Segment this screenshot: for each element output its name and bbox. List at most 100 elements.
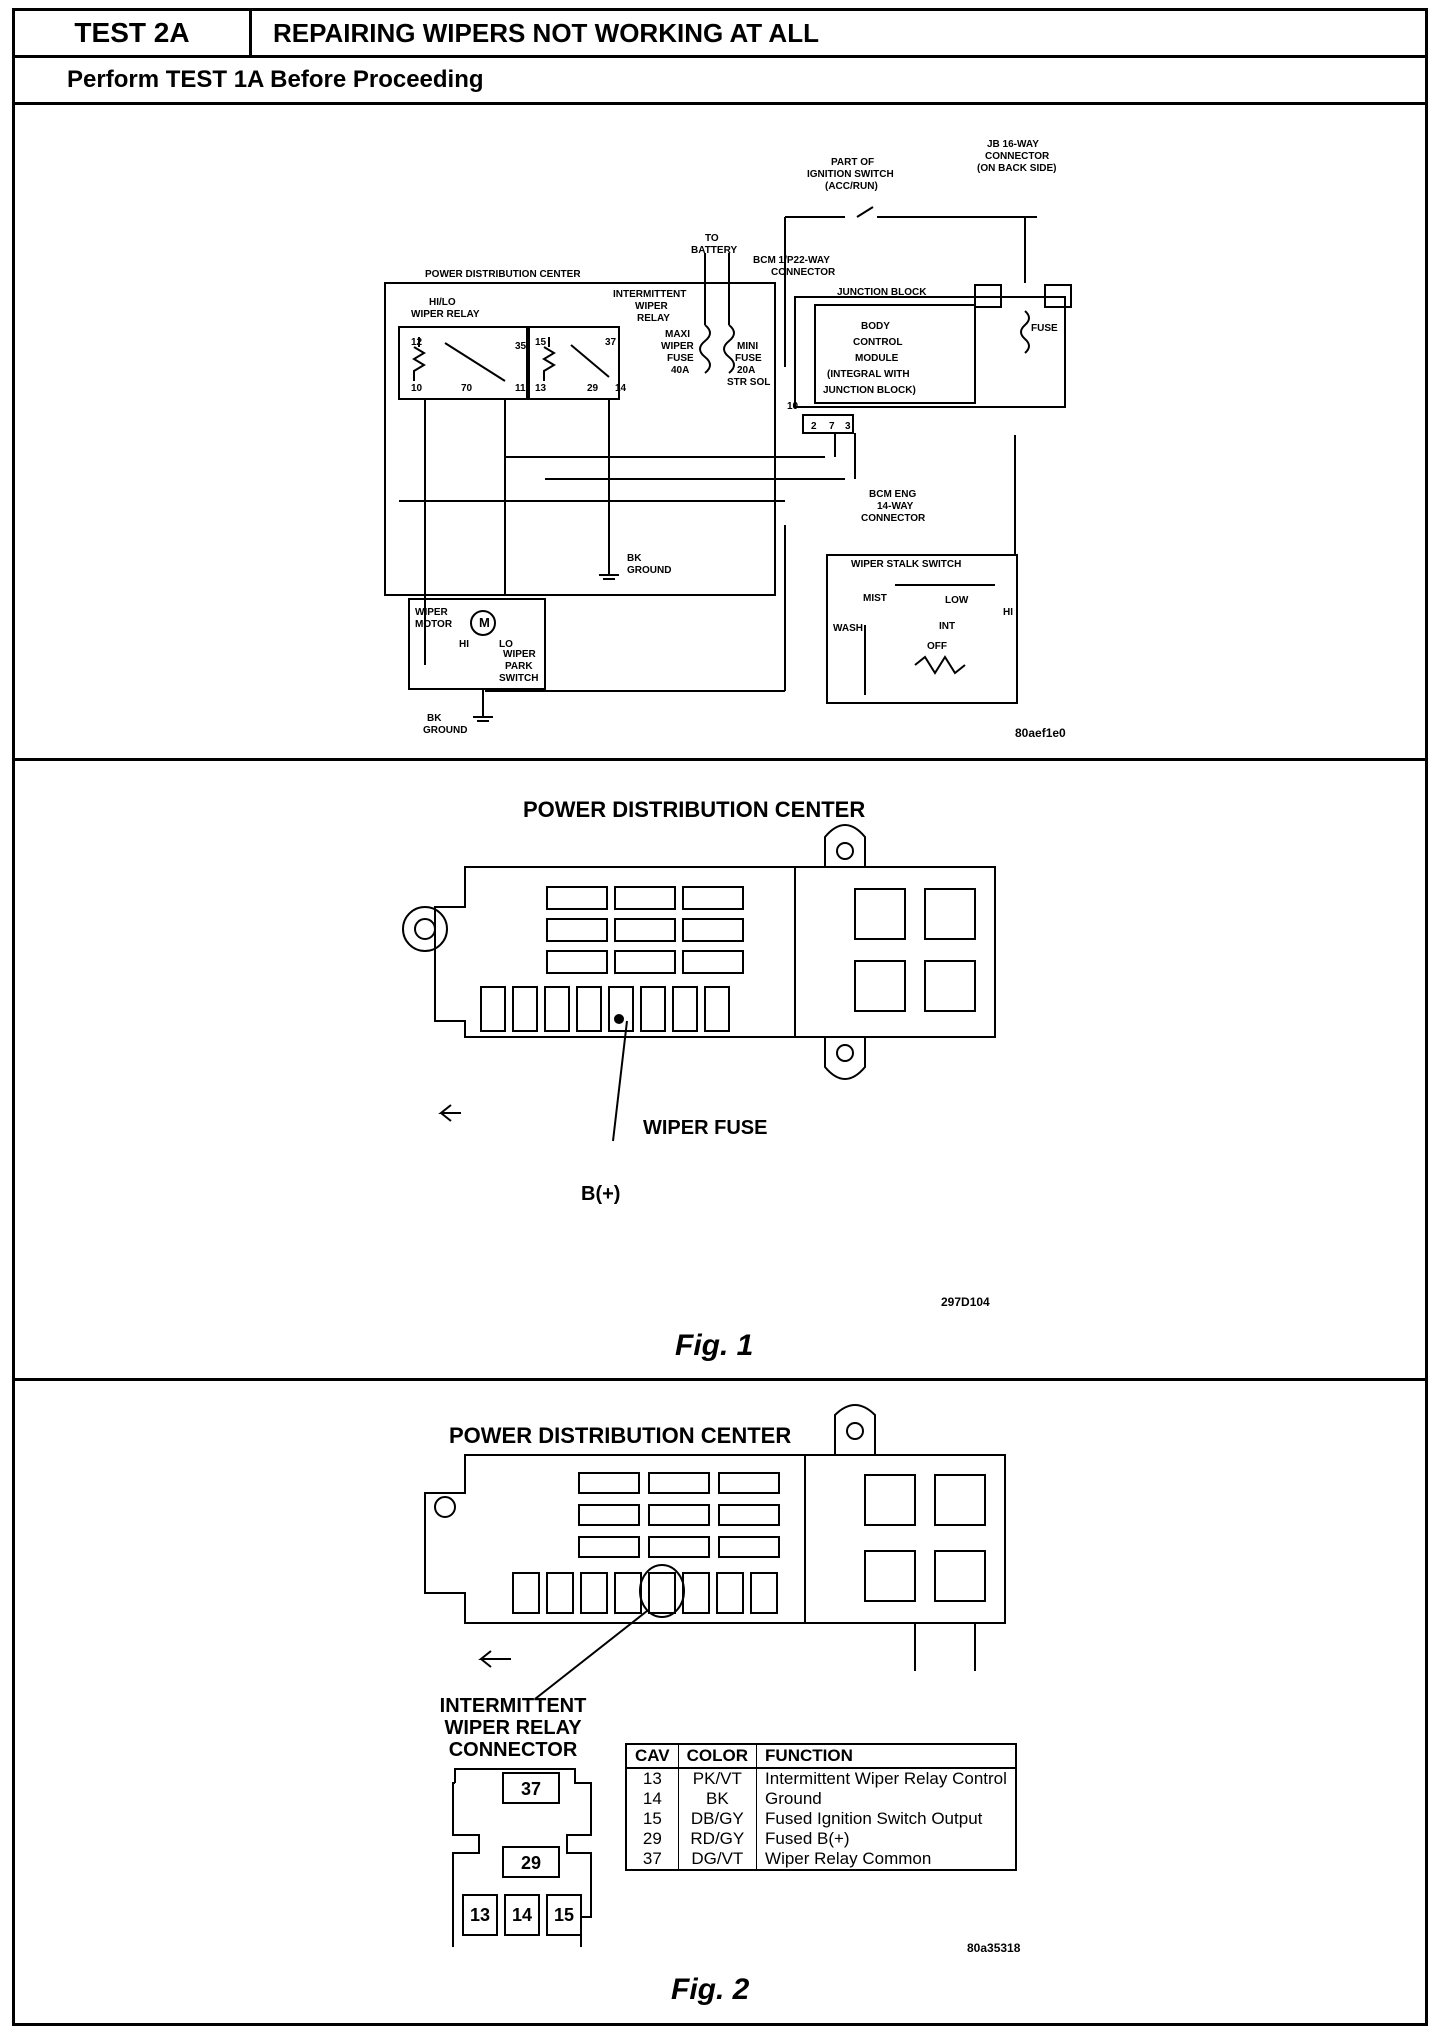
label-bcm-4: (INTEGRAL WITH	[827, 369, 910, 380]
fig1-fuse-grid	[546, 886, 744, 974]
pin-12: 12	[411, 337, 423, 348]
fig1-pdc-drawing	[402, 824, 996, 1142]
label-bcm-1: BODY	[861, 321, 890, 332]
label-int: INT	[939, 621, 955, 632]
label-maxi-fuse-2: WIPER	[661, 341, 695, 352]
fig2-connector-label: INTERMITTENT WIPER RELAY CONNECTOR	[423, 1695, 603, 1761]
header: TEST 2A REPAIRING WIPERS NOT WORKING AT …	[15, 11, 1425, 58]
connector-label-line-3: CONNECTOR	[448, 1739, 578, 1761]
label-bk: BK	[627, 553, 642, 564]
label-junction-block: JUNCTION BLOCK	[837, 287, 927, 298]
fig2-code: 80a35318	[967, 1941, 1021, 1955]
label-ign-switch-3: (ACC/RUN)	[825, 181, 878, 192]
fig1-bplus-label: B(+)	[581, 1183, 621, 1205]
subtitle: Perform TEST 1A Before Proceeding	[15, 55, 1425, 105]
label-ign-switch-1: PART OF	[831, 157, 874, 168]
label-bk-2: BK	[427, 713, 442, 724]
fig1-relay-block	[854, 888, 976, 1012]
function-cell: Wiper Relay Common	[756, 1849, 1017, 1870]
function-cell: Fused B(+)	[756, 1829, 1017, 1849]
cav-cell: 29	[626, 1829, 679, 1849]
label-hi-switch: HI	[1003, 607, 1013, 618]
label-park-1: WIPER	[503, 649, 537, 660]
fig2-section: POWER DISTRIBUTION CENTER	[15, 1381, 1425, 2023]
color-cell: DB/GY	[678, 1809, 758, 1829]
pin-3: 3	[845, 421, 851, 432]
pin-7: 7	[829, 421, 835, 432]
label-to-battery-2: BATTERY	[691, 245, 737, 256]
fig2-fuse-grid	[578, 1472, 780, 1558]
label-mini-fuse-1: MINI	[737, 341, 758, 352]
cavity-13: 13	[470, 1905, 490, 1925]
page-frame: TEST 2A REPAIRING WIPERS NOT WORKING AT …	[12, 8, 1428, 2026]
label-hilo-relay-2: WIPER RELAY	[411, 309, 480, 320]
label-to-battery-1: TO	[705, 233, 719, 244]
fig1-code: 297D104	[941, 1295, 990, 1309]
page-title: REPAIRING WIPERS NOT WORKING AT ALL	[273, 18, 819, 48]
label-bcm-eng-3: CONNECTOR	[861, 513, 926, 524]
label-bcm-eng-2: 14-WAY	[877, 501, 914, 512]
label-bcm-2: CONTROL	[853, 337, 902, 348]
schematic-code: 80aef1e0	[1015, 726, 1066, 740]
label-maxi-fuse-4: 40A	[671, 365, 689, 376]
fig2-highlight-ring	[639, 1564, 685, 1618]
label-wiper-motor-2: MOTOR	[415, 619, 453, 630]
pin-13: 13	[535, 383, 547, 394]
label-hi: HI	[459, 639, 469, 650]
pdc-outline	[384, 282, 776, 596]
color-cell: BK	[678, 1789, 758, 1809]
label-maxi-fuse-3: FUSE	[667, 353, 694, 364]
connector-label-line-1: INTERMITTENT	[439, 1695, 587, 1717]
label-bcm-3: MODULE	[855, 353, 899, 364]
junction-block-outline	[794, 296, 1066, 408]
wiring-schematic: JB 16-WAY CONNECTOR (ON BACK SIDE) PART …	[384, 139, 1072, 740]
color-cell: PK/VT	[678, 1768, 758, 1789]
function-cell: Intermittent Wiper Relay Control	[756, 1768, 1017, 1789]
table-row: 15 DB/GY Fused Ignition Switch Output	[626, 1809, 1017, 1829]
color-cell: RD/GY	[678, 1829, 758, 1849]
label-bcm-5: JUNCTION BLOCK)	[823, 385, 916, 396]
fig1-caption: Fig. 1	[675, 1329, 754, 1362]
function-cell: Ground	[756, 1789, 1017, 1809]
label-bcm-connector-2: CONNECTOR	[771, 267, 836, 278]
fig1-title: POWER DISTRIBUTION CENTER	[523, 797, 866, 822]
pin-b10: 10	[787, 401, 799, 412]
function-header: FUNCTION	[756, 1744, 1017, 1769]
label-fuse: FUSE	[1031, 323, 1058, 334]
pin-2: 2	[811, 421, 817, 432]
label-wiper-motor-1: WIPER	[415, 607, 449, 618]
test-id: TEST 2A	[15, 11, 252, 55]
connector-label-line-2: WIPER RELAY	[444, 1717, 582, 1739]
label-jb-connector: JB 16-WAY	[987, 139, 1039, 150]
fig2-relay-block	[864, 1474, 986, 1602]
label-park-2: PARK	[505, 661, 533, 672]
fig1-wiper-fuse-label: WIPER FUSE	[643, 1117, 768, 1139]
pin-14: 14	[615, 383, 627, 394]
label-ground-2: GROUND	[423, 725, 467, 736]
wiring-schematic-section: JB 16-WAY CONNECTOR (ON BACK SIDE) PART …	[15, 105, 1425, 761]
pin-37: 37	[605, 337, 617, 348]
label-off: OFF	[927, 641, 947, 652]
label-mini-fuse-4: STR SOL	[727, 377, 770, 388]
table-row: 37 DG/VT Wiper Relay Common	[626, 1849, 1017, 1870]
fig2-connector-outline	[454, 1768, 592, 1947]
color-header: COLOR	[678, 1744, 758, 1769]
cav-cell: 13	[626, 1768, 679, 1789]
pin-70: 70	[461, 383, 473, 394]
label-mini-fuse-3: 20A	[737, 365, 755, 376]
cavity-14: 14	[512, 1905, 532, 1925]
label-int-relay-2: WIPER	[635, 301, 669, 312]
color-cell: DG/VT	[678, 1849, 758, 1870]
cavity-37: 37	[521, 1779, 541, 1799]
cavity-15: 15	[554, 1905, 574, 1925]
fig1-section: POWER DISTRIBUTION CENTER	[15, 761, 1425, 1381]
pin-11: 11	[515, 383, 526, 394]
label-jb-connector-2: CONNECTOR	[985, 151, 1050, 162]
label-park-3: SWITCH	[499, 673, 538, 684]
label-wash: WASH	[833, 623, 863, 634]
table-row: 13 PK/VT Intermittent Wiper Relay Contro…	[626, 1768, 1017, 1789]
label-ground: GROUND	[627, 565, 671, 576]
table-row: 29 RD/GY Fused B(+)	[626, 1829, 1017, 1849]
fig2-caption: Fig. 2	[671, 1973, 750, 2006]
label-bcm-eng-1: BCM ENG	[869, 489, 916, 500]
